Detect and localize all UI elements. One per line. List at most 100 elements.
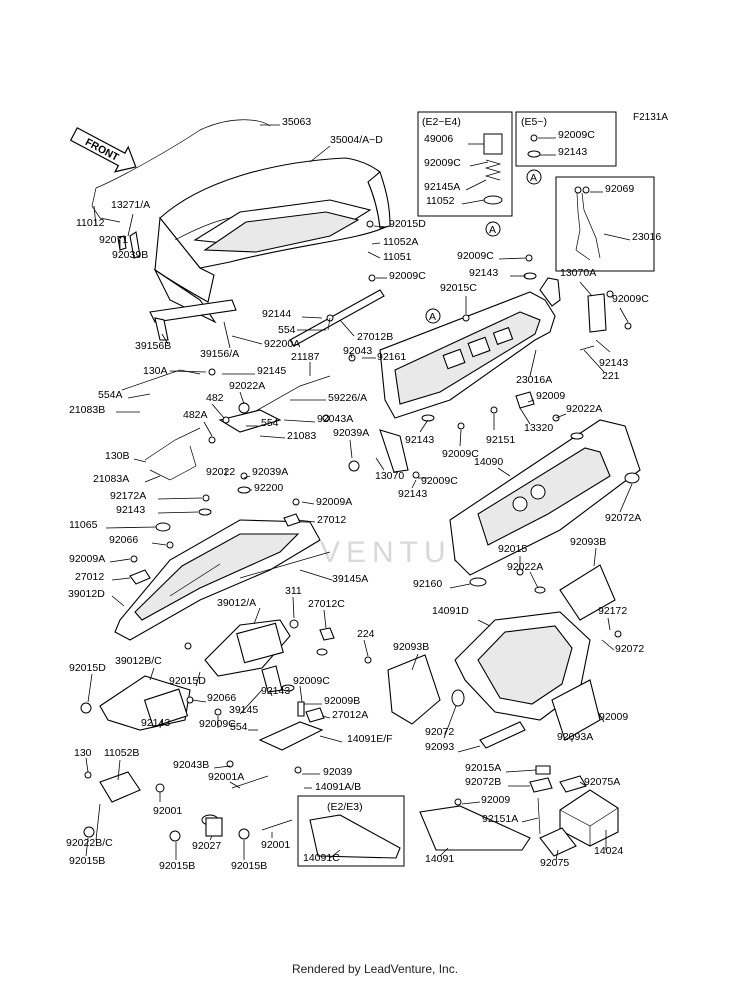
part-label: 92022A: [507, 561, 543, 573]
part-label: 92143: [469, 267, 498, 279]
part-label: 11052A: [383, 236, 418, 248]
part-label: 92009C: [442, 448, 479, 460]
part-label: 92069: [605, 183, 634, 195]
duct-upper: [204, 619, 291, 677]
part-label: 92075: [540, 857, 569, 869]
glove-tray: [114, 519, 321, 641]
part-label: 92009C: [389, 270, 426, 282]
part-label: 92143: [116, 504, 145, 516]
part-label: 92143: [599, 357, 628, 369]
part-label: 92160: [413, 578, 442, 590]
part-label: 92143: [141, 717, 170, 729]
part-label: 554: [230, 721, 248, 733]
part-label: 92075A: [584, 776, 620, 788]
part-label: 92009B: [324, 695, 360, 707]
part-label: 224: [357, 628, 375, 640]
part-label: 23016A: [516, 374, 552, 386]
part-label: 59226/A: [328, 392, 367, 404]
part-label: 21083A: [93, 473, 129, 485]
part-label: 92093B: [393, 641, 429, 653]
part-label: 39145: [229, 704, 258, 716]
part-label: 92039A: [252, 466, 288, 478]
part-label: 92200: [254, 482, 283, 494]
part-label: 11052: [426, 195, 455, 207]
part-label: 130: [74, 747, 92, 759]
part-label: 92143: [405, 434, 434, 446]
part-label: 92027: [192, 840, 221, 852]
part-label: 27012: [317, 514, 346, 526]
part-label: 130A: [143, 365, 168, 377]
part-label: 14024: [594, 845, 623, 857]
part-label: 92015B: [69, 855, 105, 867]
part-label: 92066: [109, 534, 138, 546]
part-label: 92066: [207, 692, 236, 704]
part-label: 92072A: [605, 512, 641, 524]
part-label: 92009C: [199, 718, 236, 730]
part-label: 92145A: [424, 181, 460, 193]
leader-lines: [85, 124, 633, 861]
part-label: 92151A: [482, 813, 518, 825]
part-label: 35004/A~D: [330, 134, 383, 146]
part-label: 92039A: [333, 427, 369, 439]
panel-14090: [449, 419, 641, 576]
svg-text:(E2/E3): (E2/E3): [327, 801, 363, 813]
part-label: 92172: [598, 605, 627, 617]
part-label: 92009C: [424, 157, 461, 169]
part-label: 92072: [615, 643, 644, 655]
part-label: 92015B: [231, 860, 267, 872]
part-label: 92161: [377, 351, 406, 363]
duct-lower: [99, 675, 191, 731]
part-label: 27012C: [308, 598, 345, 610]
battery-icon: [559, 789, 619, 847]
part-label: 14091: [425, 853, 454, 865]
part-label: 92009A: [316, 496, 352, 508]
part-label: 92143: [261, 685, 290, 697]
part-label: 92015: [498, 543, 527, 555]
part-label: 92009C: [293, 675, 330, 687]
part-label: 11052B: [104, 747, 139, 759]
part-label: 92143: [558, 146, 587, 158]
group-label-e2-e4: (E2~E4): [422, 116, 461, 128]
part-label: 11012: [76, 217, 105, 229]
part-label: 92001: [153, 805, 182, 817]
part-label: 27012B: [357, 331, 393, 343]
part-label: 92009: [481, 794, 510, 806]
part-label: 39156B: [135, 340, 171, 352]
part-label: 92009: [536, 390, 565, 402]
part-label: 92009: [599, 711, 628, 723]
part-label: 35063: [282, 116, 311, 128]
part-label: 92093: [425, 741, 454, 753]
part-label: 311: [285, 585, 302, 597]
part-label: 14091D: [432, 605, 469, 617]
part-label: 13320: [524, 422, 553, 434]
part-label: 92093A: [557, 731, 593, 743]
callout-a-1: A: [485, 221, 501, 237]
part-label: 92001: [261, 839, 290, 851]
floor-mat-e2-e3: (E2/E3): [297, 795, 405, 867]
group-label-e5: (E5~): [521, 116, 547, 128]
part-label: 92039: [323, 766, 352, 778]
part-label: 221: [602, 370, 620, 382]
svg-text:A: A: [489, 224, 496, 236]
part-label: 92151: [486, 434, 515, 446]
part-label: 92143: [398, 488, 427, 500]
part-label: 92022B/C: [66, 837, 113, 849]
part-label: 23016: [632, 231, 661, 243]
part-label: 92009C: [558, 129, 595, 141]
part-label: 92093B: [570, 536, 606, 548]
part-label: 92172A: [110, 490, 146, 502]
roof-canopy: [153, 157, 391, 324]
part-label: 92072B: [465, 776, 501, 788]
part-label: 39156/A: [200, 348, 239, 360]
group-box-e2-e4: [417, 111, 513, 217]
part-label: 92015A: [465, 762, 501, 774]
part-label: 92015D: [69, 662, 106, 674]
part-label: 92043: [343, 345, 372, 357]
rod-21187: [289, 289, 385, 347]
part-label: 14091E/F: [347, 733, 393, 745]
part-label: 92015D: [389, 218, 426, 230]
callout-a-2: A: [526, 169, 542, 185]
part-label: 21083: [287, 430, 316, 442]
